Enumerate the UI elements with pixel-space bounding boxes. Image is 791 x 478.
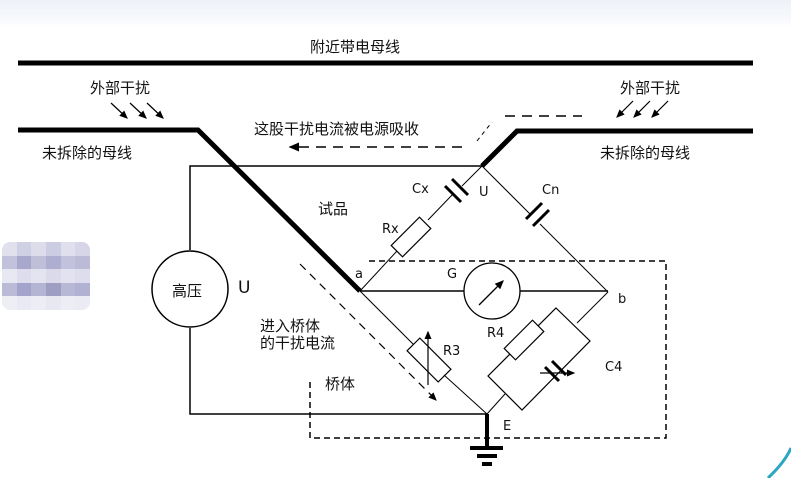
ground-icon [470, 446, 503, 466]
blurred-thumbnail [2, 242, 90, 310]
unremoved-bus-right-line [480, 128, 753, 168]
arm-rx-a [359, 250, 398, 292]
galvanometer-needle-icon [478, 280, 504, 306]
interference-into-bridge-label-line1: 进入桥体 [260, 317, 320, 335]
rx-label: Rx [382, 222, 399, 237]
source-voltage-symbol: U [238, 278, 250, 298]
header-gradient-band [0, 0, 791, 28]
arm-cx-rx [427, 193, 454, 221]
interference-into-bridge-label-line2: 的干扰电流 [260, 334, 335, 352]
external-interference-right-label: 外部干扰 [620, 79, 680, 97]
external-interference-left-label: 外部干扰 [90, 79, 150, 97]
interference-arrows-left [110, 102, 164, 119]
bridge-body-label: 桥体 [325, 375, 355, 393]
high-voltage-source [151, 250, 229, 328]
capacitor-cn [524, 201, 551, 228]
absorbed-current-dashed-path-diagonal [476, 121, 493, 142]
absorbed-current-note: 这股干扰电流被电源吸收 [254, 120, 419, 138]
arm-u-cx [461, 165, 483, 187]
bridge-body-boundary [309, 260, 667, 439]
arm-r3-e [443, 374, 488, 415]
unremoved-bus-left-line [18, 127, 362, 293]
r4-c4-parallel-frame [487, 307, 591, 411]
galvanometer [463, 262, 521, 320]
r4-label: R4 [487, 326, 504, 341]
galvanometer-label: G [447, 267, 457, 282]
arm-cn-b [539, 223, 609, 293]
capacitor-c4-variable [543, 359, 568, 383]
interference-into-bridge-dashed-arrow [299, 263, 437, 401]
arm-u-cn [481, 165, 531, 215]
resistor-r4 [503, 319, 545, 361]
source-bottom-wire [189, 328, 487, 415]
test-sample-label: 试品 [318, 200, 348, 218]
unremoved-bus-left-label: 未拆除的母线 [42, 144, 132, 162]
high-voltage-source-label: 高压 [172, 282, 202, 300]
r3-label: R3 [443, 344, 460, 359]
node-e-label: E [503, 419, 511, 434]
unremoved-bus-right-label: 未拆除的母线 [600, 144, 690, 162]
cn-label: Cn [542, 183, 559, 198]
node-a-label: a [355, 267, 363, 282]
arm-parallel-e [486, 393, 506, 415]
decorative-accent-arc [766, 447, 791, 478]
arm-b-parallel [576, 291, 609, 324]
interference-arrows-right [616, 100, 669, 118]
cx-label: Cx [412, 182, 429, 197]
node-b-label: b [618, 292, 626, 307]
source-top-wire [189, 165, 482, 250]
arm-a-r3 [359, 290, 415, 346]
c4-label: C4 [605, 360, 622, 375]
nearby-live-bus-label: 附近带电母线 [310, 38, 400, 56]
node-u-label: U [479, 185, 489, 200]
